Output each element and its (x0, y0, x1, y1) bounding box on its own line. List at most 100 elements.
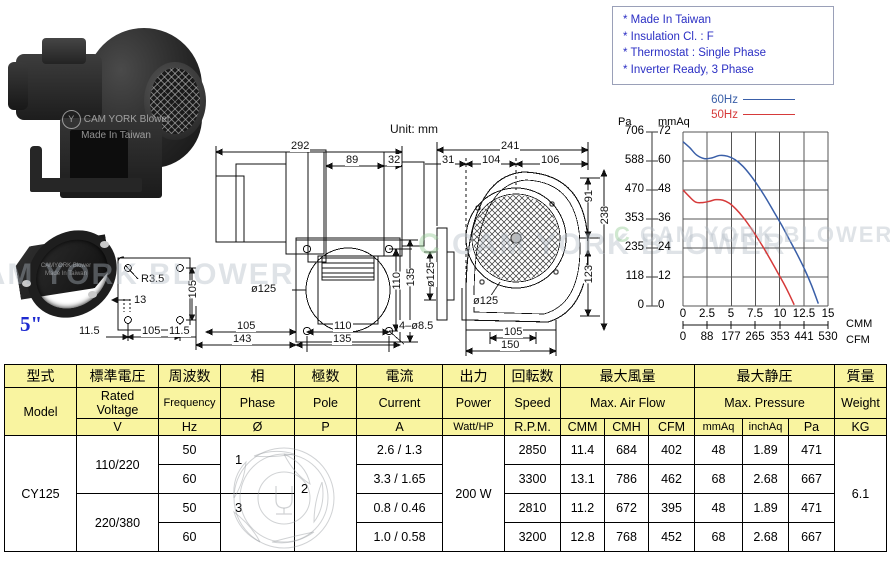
cell-weight: 6.1 (834, 435, 887, 552)
cell-pole: 2 (294, 435, 357, 552)
dim-dia125-front: ø125 (472, 295, 500, 307)
header-en-pressure: Max. Pressure (694, 387, 835, 419)
xtick-cmm-5: 5 (727, 308, 735, 320)
cell-freq-3: 50 (158, 493, 221, 523)
xtick-cmm-15: 15 (821, 308, 835, 320)
header-en-speed: Speed (504, 387, 561, 419)
unit-speed: R.P.M. (504, 418, 561, 436)
unit-phase: Ø (220, 418, 295, 436)
header-cn-model: 型式 (4, 364, 77, 388)
xtick-cfm-441: 441 (794, 331, 814, 343)
dim-dia125-side: ø125 (250, 283, 278, 295)
table-header-row-cn: 型式 標準電圧 周波数 相 極数 電流 出力 回転数 最大風量 最大静圧 質量 (4, 364, 887, 388)
xtick-cmm-2.5: 2.5 (699, 308, 715, 320)
table-row: 60 1.0 / 0.58 3200 12.8 768 452 68 2.68 … (5, 522, 887, 552)
legend-line-50hz (743, 114, 795, 115)
cell-cfm-1: 402 (648, 435, 695, 465)
dim-104: 104 (481, 154, 502, 166)
header-cn-weight: 質量 (834, 364, 887, 388)
cell-current-1: 2.6 / 1.3 (356, 435, 443, 465)
cell-inchaq-3: 1.89 (742, 493, 789, 523)
cell-cmm-4: 12.8 (560, 522, 605, 552)
dim-89: 89 (345, 154, 360, 166)
ytick-pa-706: 706 (624, 125, 644, 137)
flange-hole (22, 280, 31, 287)
cell-inchaq-4: 2.68 (742, 522, 789, 552)
table-row: 60 3.3 / 1.65 3300 13.1 786 462 68 2.68 … (5, 464, 887, 494)
unit-power: Watt/HP (442, 418, 505, 436)
header-cn-frequency: 周波数 (158, 364, 221, 388)
header-cn-phase: 相 (220, 364, 295, 388)
cell-pa-4: 667 (788, 522, 835, 552)
xtick-cmm-0: 0 (679, 308, 687, 320)
unit-frequency: Hz (158, 418, 221, 436)
blower-junction-box (42, 38, 86, 64)
note-line-4: * Inverter Ready, 3 Phase (623, 63, 754, 76)
cell-voltage-2: 220/380 (76, 493, 159, 552)
dim-123: 123 (583, 265, 595, 284)
cell-cmh-4: 768 (604, 522, 649, 552)
unit-pa: Pa (788, 418, 835, 436)
unit-pole: P (294, 418, 357, 436)
cell-cmm-2: 13.1 (560, 464, 605, 494)
ytick-mmaq-36: 36 (658, 212, 671, 224)
cell-speed-2: 3300 (504, 464, 561, 494)
legend-item-60hz: 60Hz (706, 92, 795, 107)
legend-line-60hz (743, 99, 795, 100)
ytick-pa-470: 470 (624, 183, 644, 195)
header-en-phase: Phase (220, 387, 295, 419)
dim-flange-left-115: 11.5 (78, 325, 101, 337)
cell-inchaq-1: 1.89 (742, 435, 789, 465)
dim-105-side: 105 (236, 320, 257, 332)
cell-mmaq-1: 48 (694, 435, 743, 465)
header-en-current: Current (356, 387, 443, 419)
cell-mmaq-3: 48 (694, 493, 743, 523)
unit-weight: KG (834, 418, 887, 436)
xtick-cmm-10: 10 (773, 308, 787, 320)
cell-mmaq-2: 68 (694, 464, 743, 494)
table-row: CY125 110/220 50 1 2 2.6 / 1.3 200 W 285… (4, 435, 887, 552)
chart-plot (646, 131, 829, 329)
phase-value-1: 1 (235, 452, 243, 467)
unit-cmm: CMM (560, 418, 605, 436)
ytick-mmaq-12: 12 (658, 270, 671, 282)
y-axis-title-pa: Pa (618, 116, 632, 128)
xtick-cfm-353: 353 (770, 331, 790, 343)
table-header-row-units: V Hz Ø P A Watt/HP R.P.M. CMM CMH CFM mm… (5, 418, 887, 436)
flange-size-label: 5" (20, 312, 43, 336)
dim-flange-13: 13 (133, 294, 148, 306)
cell-pa-2: 667 (788, 464, 835, 494)
blower-motor (16, 54, 102, 120)
header-cn-power: 出力 (442, 364, 505, 388)
cell-freq-2: 60 (158, 464, 221, 494)
dim-143: 143 (232, 333, 253, 345)
ytick-pa-353: 353 (624, 212, 644, 224)
blower-motor-endcap (8, 62, 28, 110)
cell-pa-3: 471 (788, 493, 835, 523)
header-en-frequency: Frequency (158, 387, 221, 419)
header-en-pole: Pole (294, 387, 357, 419)
ytick-mmaq-72: 72 (658, 125, 671, 137)
unit-voltage: V (76, 418, 159, 436)
flange-hole (100, 241, 109, 248)
table-row: 220/380 50 3 0.8 / 0.46 2810 11.2 672 39… (5, 493, 887, 552)
dim-31: 31 (441, 154, 456, 166)
cell-power: 200 W (442, 435, 505, 552)
cell-voltage-1: 110/220 (76, 435, 159, 494)
dim-dia125-left: ø125 (425, 262, 437, 288)
header-cn-speed: 回転数 (504, 364, 561, 388)
header-en-power: Power (442, 387, 505, 419)
x-axis-title-cmm: CMM (846, 318, 873, 330)
phase-value-3: 3 (235, 500, 243, 515)
cell-phase-three: 3 (220, 493, 295, 552)
note-line-3: * Thermostat : Single Phase (623, 47, 766, 59)
unit-cmh: CMH (604, 418, 649, 436)
dim-292: 292 (290, 140, 311, 152)
specification-table: 型式 標準電圧 周波数 相 極数 電流 出力 回転数 最大風量 最大静圧 質量 … (4, 364, 887, 552)
ytick-pa-235: 235 (624, 241, 644, 253)
xtick-cfm-0: 0 (679, 331, 687, 343)
cell-speed-4: 3200 (504, 522, 561, 552)
note-line-2: * Insulation Cl. : F (623, 30, 714, 43)
